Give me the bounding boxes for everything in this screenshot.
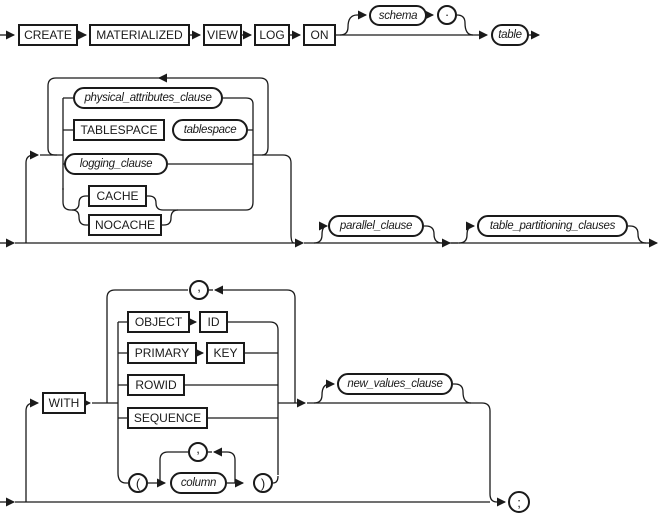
column-variable: column bbox=[170, 472, 227, 494]
logging-clause-variable: logging_clause bbox=[64, 153, 168, 175]
on-keyword: ON bbox=[303, 24, 336, 46]
close-paren-terminal: ) bbox=[253, 473, 273, 493]
semicolon-terminal: ; bbox=[508, 491, 530, 513]
new-values-clause-variable: new_values_clause bbox=[337, 373, 453, 395]
physical-attributes-clause-variable: physical_attributes_clause bbox=[73, 87, 223, 109]
parallel-clause-variable: parallel_clause bbox=[328, 215, 424, 237]
table-variable: table bbox=[491, 24, 529, 46]
with-keyword: WITH bbox=[42, 392, 86, 414]
comma-terminal-outer-loop: , bbox=[189, 279, 209, 300]
nocache-keyword: NOCACHE bbox=[88, 214, 162, 236]
open-paren-terminal: ( bbox=[128, 473, 148, 493]
comma-terminal-column-loop: , bbox=[188, 441, 208, 462]
create-keyword: CREATE bbox=[18, 24, 78, 46]
materialized-keyword: MATERIALIZED bbox=[89, 24, 190, 46]
primary-keyword: PRIMARY bbox=[127, 342, 197, 364]
rowid-keyword: ROWID bbox=[127, 374, 185, 396]
view-keyword: VIEW bbox=[203, 24, 242, 46]
cache-keyword: CACHE bbox=[88, 185, 147, 207]
log-keyword: LOG bbox=[254, 24, 290, 46]
table-partitioning-clauses-variable: table_partitioning_clauses bbox=[477, 215, 628, 237]
dot-terminal: . bbox=[437, 4, 457, 25]
schema-variable: schema bbox=[369, 5, 427, 26]
key-keyword: KEY bbox=[206, 342, 245, 364]
object-keyword: OBJECT bbox=[127, 311, 190, 333]
sequence-keyword: SEQUENCE bbox=[127, 407, 208, 429]
id-keyword: ID bbox=[199, 311, 228, 333]
tablespace-keyword: TABLESPACE bbox=[73, 119, 165, 141]
tablespace-variable: tablespace bbox=[172, 119, 248, 141]
